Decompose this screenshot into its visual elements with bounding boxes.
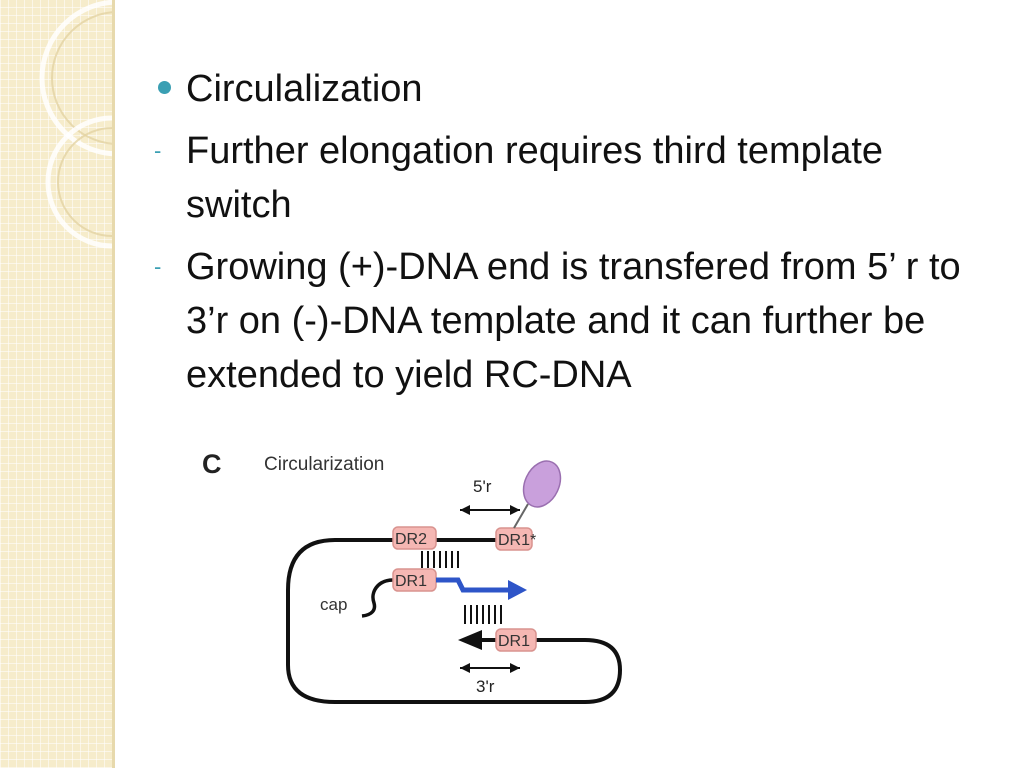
dr1-star-label: DR1* [498,532,536,549]
cap-label: cap [320,595,347,614]
bullet-item-3: - Growing (+)-DNA end is transfered from… [150,240,990,402]
five-r-right-arrowhead [510,505,520,515]
base-pair-hatch-top [421,551,459,568]
dna-strand-loop [286,538,623,704]
protein-stalk [513,503,529,529]
three-r-right-arrowhead [510,663,520,673]
panel-letter: C [202,449,222,479]
dr1-bottom-label: DR1 [498,633,530,650]
dr1-bottom-box [495,628,537,652]
cap-hook-strand [361,578,394,618]
five-r-left-arrowhead [460,505,470,515]
minus-strand-arrowhead [458,630,482,650]
bullet-item-2: - Further elongation requires third temp… [150,124,990,232]
five-r-label: 5'r [473,477,492,496]
decorative-circles [39,0,112,249]
protein-primer-icon [522,460,562,508]
diagram-svg: C Circularization 5'r DR2 DR1* [202,449,623,704]
panel-title: Circularization [264,454,384,475]
dash-marker: - [154,254,162,279]
plus-strand-extension [436,577,508,593]
slide-text: Circulalization - Further elongation req… [150,62,990,402]
three-r-left-arrowhead [460,663,470,673]
bullet-text-2: Further elongation requires third templa… [186,130,884,226]
base-pair-hatch-bottom [464,605,502,624]
bullet-text-3: Growing (+)-DNA end is transfered from 5… [186,246,961,396]
decorative-side-strip [0,0,112,768]
dash-marker: - [154,138,162,163]
bullet-item-1: Circulalization [150,62,990,116]
dr2-box [392,526,437,550]
three-r-label: 3'r [476,677,495,696]
bullet-dot-icon [158,81,171,94]
dr1-middle-label: DR1 [395,573,427,590]
bullet-text-1: Circulalization [186,68,423,110]
extension-arrowhead [508,580,527,600]
circularization-diagram: C Circularization 5'r DR2 DR1* [190,440,630,720]
dr2-label: DR2 [395,531,427,548]
side-divider [112,0,115,768]
